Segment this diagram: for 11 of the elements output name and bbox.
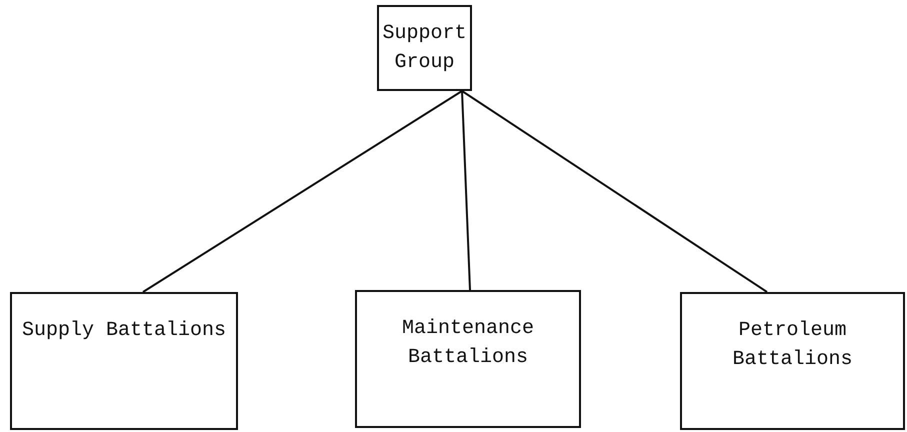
unit-label: Petroleum Battalions <box>731 318 854 373</box>
unit-box <box>377 5 472 91</box>
unit-label: Maintenance Battalions <box>400 316 536 371</box>
unit-label: Supply Battalions <box>22 318 226 344</box>
connector-line <box>142 90 463 293</box>
unit-box <box>680 292 905 430</box>
connector-line <box>461 90 471 290</box>
unit-label: Support Group <box>381 21 468 76</box>
unit-box <box>10 292 238 430</box>
connector-line <box>461 90 768 293</box>
unit-box <box>355 290 581 428</box>
